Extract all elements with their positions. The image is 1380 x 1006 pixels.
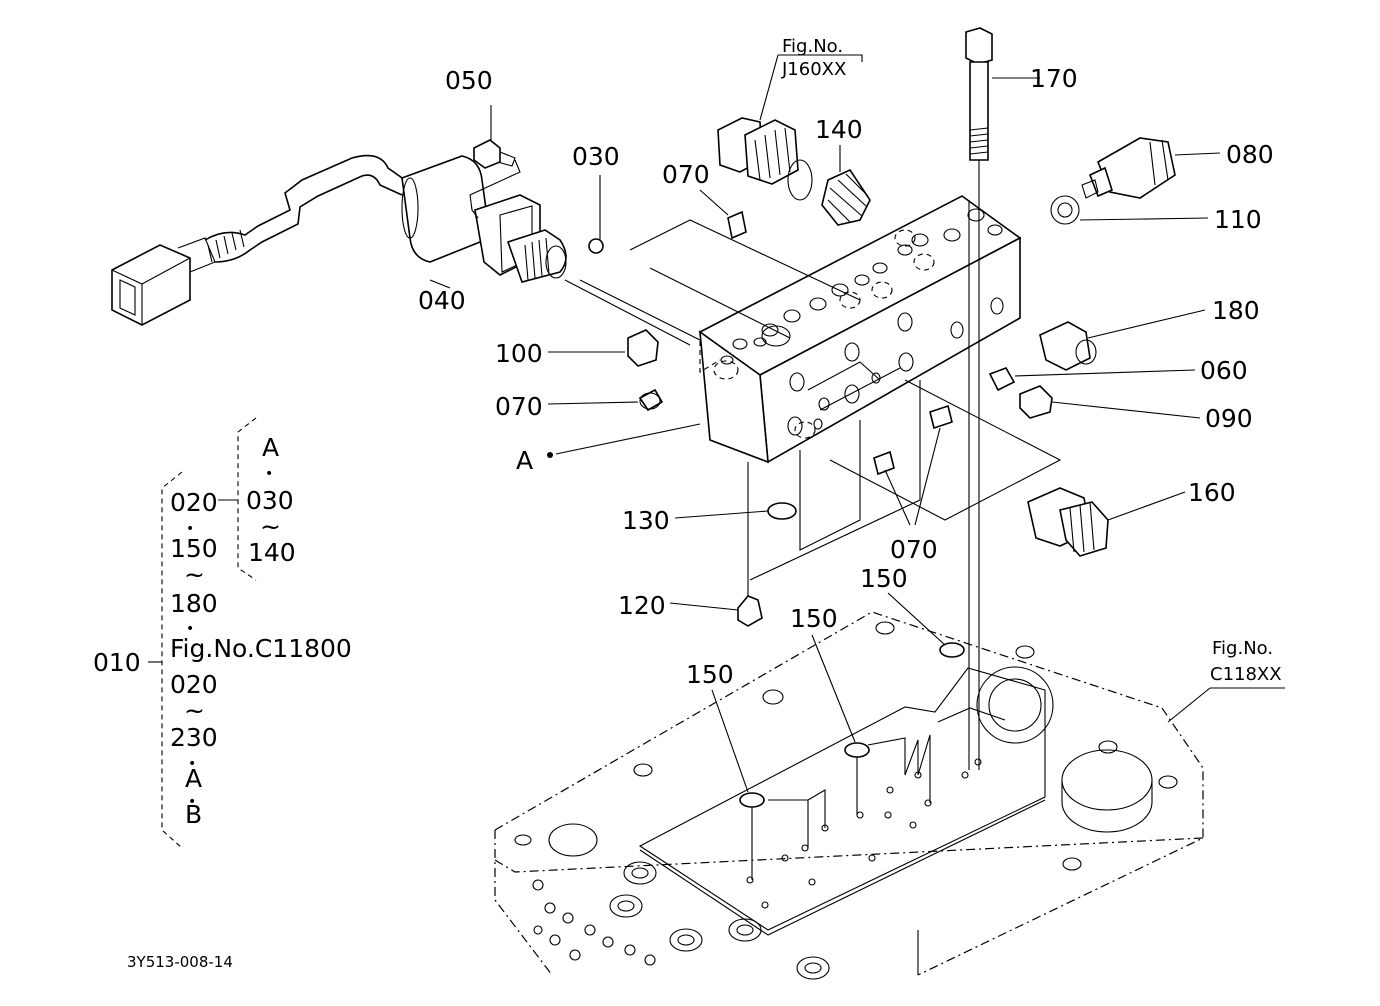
callout-050: 050: [445, 66, 493, 95]
callout-070-left: 070: [495, 392, 543, 421]
callout-180: 180: [1212, 296, 1260, 325]
legend-group-item: 020: [170, 670, 218, 699]
callout-100: 100: [495, 339, 543, 368]
callout-point-a: A: [516, 446, 534, 475]
legend-group-item: Fig.No.C11800: [170, 634, 352, 663]
legend-main-010: 010: [93, 648, 141, 677]
valve-body: [564, 195, 1062, 627]
legend-group-item: ~: [184, 560, 205, 589]
legend-subgroup-item: •: [265, 466, 274, 482]
sensor-160: [1027, 487, 1109, 557]
callout-080: 080: [1226, 140, 1274, 169]
leader-lines: [429, 54, 1285, 793]
callout-160: 160: [1188, 478, 1236, 507]
callout-170: 170: [1030, 64, 1078, 93]
callout-030: 030: [572, 142, 620, 171]
callout-150-c: 150: [686, 660, 734, 689]
legend-group-item: 180: [170, 589, 218, 618]
callout-070-bottom: 070: [890, 535, 938, 564]
legend-group-item: 230: [170, 723, 218, 752]
bolt-170: [965, 27, 993, 770]
fig-ref-c118-caption: Fig.No.: [1212, 638, 1274, 659]
callout-150-b: 150: [790, 604, 838, 633]
callout-120: 120: [618, 591, 666, 620]
legend-group-item: 150: [170, 534, 218, 563]
fig-ref-j160-caption: Fig.No.: [782, 36, 844, 57]
drawing-ref-number: 3Y513-008-14: [127, 953, 233, 971]
parts-060-090: [988, 367, 1053, 419]
legend-subgroup-item: A: [262, 433, 280, 462]
callout-040: 040: [418, 286, 466, 315]
legend-subgroup-item: 140: [248, 538, 296, 567]
legend-group-item: •: [188, 794, 197, 810]
legend-group-item: •: [188, 756, 197, 772]
callout-090: 090: [1205, 404, 1253, 433]
legend-brackets: [148, 417, 257, 849]
callout-060: 060: [1200, 356, 1248, 385]
legend-group-item: B: [185, 800, 203, 829]
legend-subgroup-item: ~: [260, 512, 281, 541]
legend-group-item: ~: [184, 696, 205, 725]
fitting-180: [1039, 321, 1097, 371]
legend-group-item: •: [186, 621, 195, 637]
fig-ref-j160-code: J160XX: [782, 59, 847, 80]
callout-150-a: 150: [860, 564, 908, 593]
fitting-140: [717, 117, 871, 226]
callout-070-top: 070: [662, 160, 710, 189]
callout-130: 130: [622, 506, 670, 535]
sensor-080: [1050, 137, 1176, 225]
callout-110: 110: [1214, 205, 1262, 234]
lower-plate: [494, 611, 1204, 980]
callout-140: 140: [815, 115, 863, 144]
legend-group-item: •: [186, 521, 195, 537]
solenoid-040: [111, 139, 604, 326]
legend-subgroup-item: 030: [246, 486, 294, 515]
fig-ref-c118-code: C118XX: [1210, 664, 1282, 685]
legend-group-item: 020: [170, 488, 218, 517]
legend-group-item: A: [185, 764, 203, 793]
